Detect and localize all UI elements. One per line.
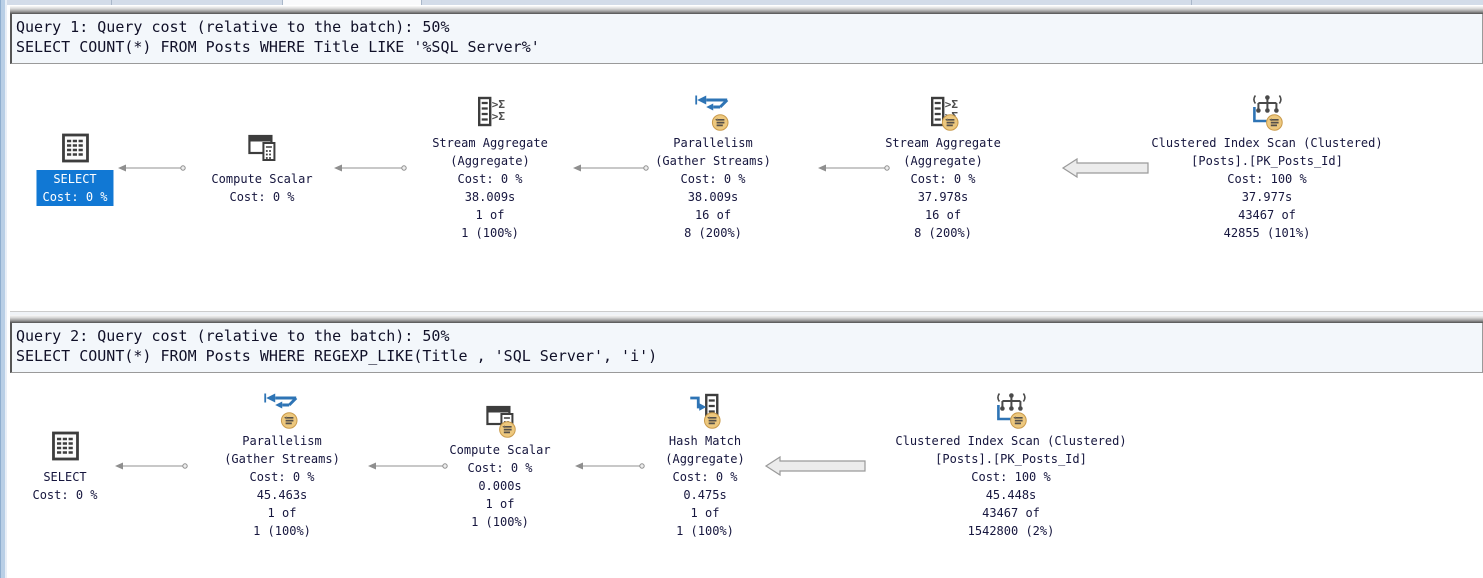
execution-plan-query1: SELECT Cost: 0 % Compute Scalar Cost: 0 … bbox=[10, 64, 1483, 311]
node-line: Stream Aggregate bbox=[432, 136, 548, 150]
node-line: Cost: 0 % bbox=[680, 172, 746, 186]
compute-scalar-icon bbox=[485, 405, 516, 439]
node-line: (Aggregate) bbox=[450, 154, 530, 168]
node-line: 0.000s bbox=[478, 479, 522, 493]
node-line: (Aggregate) bbox=[903, 154, 983, 168]
node-line: Compute Scalar bbox=[449, 443, 551, 457]
parallelism-icon bbox=[263, 392, 298, 430]
node-line: 42855 (101%) bbox=[1223, 226, 1311, 240]
node-line: Cost: 100 % bbox=[1227, 172, 1307, 186]
plan2-edges bbox=[115, 455, 866, 477]
plan-node-compute-scalar[interactable]: Compute Scalar Cost: 0 % 0.000s 1 of 1 (… bbox=[449, 401, 551, 531]
stream-aggregate-icon bbox=[477, 96, 507, 127]
node-line: Cost: 100 % bbox=[971, 470, 1051, 484]
node-line: 38.009s bbox=[464, 190, 516, 204]
node-line: Parallelism bbox=[242, 434, 322, 448]
node-line: 1542800 (2%) bbox=[967, 524, 1055, 538]
node-line: Compute Scalar bbox=[211, 172, 313, 186]
node-line: Cost: 0 % bbox=[249, 470, 315, 484]
plan-node-hash-match[interactable]: Hash Match (Aggregate) Cost: 0 % 0.475s … bbox=[665, 392, 745, 540]
plan-node-stream-aggregate[interactable]: Stream Aggregate (Aggregate) Cost: 0 % 3… bbox=[432, 94, 548, 242]
node-line: 37.977s bbox=[1241, 190, 1293, 204]
active-tab-indicator[interactable] bbox=[282, 0, 421, 5]
node-line: Parallelism bbox=[673, 136, 753, 150]
node-line: 16 of bbox=[924, 208, 962, 222]
node-line: Cost: 0 % bbox=[457, 172, 523, 186]
stream-aggregate-icon bbox=[930, 96, 960, 132]
node-line: (Gather Streams) bbox=[224, 452, 340, 466]
node-line: 1 of bbox=[267, 506, 297, 520]
query2-header-panel: Query 2: Query cost (relative to the bat… bbox=[10, 315, 1483, 373]
node-line: Clustered Index Scan (Clustered) bbox=[1151, 136, 1383, 150]
node-line: Cost: 0 % bbox=[229, 190, 295, 204]
results-pane-tab-strip[interactable] bbox=[7, 0, 1483, 5]
plan1-edges bbox=[118, 157, 1149, 179]
node-line: Clustered Index Scan (Clustered) bbox=[895, 434, 1127, 448]
node-line: 16 of bbox=[694, 208, 732, 222]
plan-node-parallelism[interactable]: Parallelism (Gather Streams) Cost: 0 % 3… bbox=[655, 94, 771, 242]
node-line: 8 (200%) bbox=[684, 226, 742, 240]
tab-divider bbox=[111, 0, 112, 5]
node-line: (Gather Streams) bbox=[655, 154, 771, 168]
tab-divider bbox=[421, 0, 422, 5]
tab-divider bbox=[1191, 0, 1192, 5]
result-table-icon bbox=[61, 133, 89, 163]
node-line: [Posts].[PK_Posts_Id] bbox=[935, 452, 1087, 466]
node-line: Cost: 0 % bbox=[467, 461, 533, 475]
node-line: (Aggregate) bbox=[665, 452, 745, 466]
node-line: Hash Match bbox=[668, 434, 742, 448]
parallelism-icon bbox=[694, 94, 729, 132]
node-line: 37.978s bbox=[917, 190, 969, 204]
plan-node-clustered-index-scan[interactable]: Clustered Index Scan (Clustered) [Posts]… bbox=[1151, 94, 1383, 242]
node-line: Stream Aggregate bbox=[885, 136, 1001, 150]
node-line: [Posts].[PK_Posts_Id] bbox=[1191, 154, 1343, 168]
execution-plan-query2: SELECT Cost: 0 % Parallelism (Gather Str… bbox=[10, 373, 1483, 578]
node-line: 45.448s bbox=[985, 488, 1037, 502]
compute-scalar-icon bbox=[247, 134, 276, 162]
query2-cost-line: Query 2: Query cost (relative to the bat… bbox=[16, 327, 450, 345]
node-line: 1 (100%) bbox=[676, 524, 734, 538]
plan-node-compute-scalar[interactable]: Compute Scalar Cost: 0 % bbox=[211, 130, 313, 206]
plan-node-stream-aggregate-2[interactable]: Stream Aggregate (Aggregate) Cost: 0 % 3… bbox=[885, 94, 1001, 242]
clustered-index-scan-icon bbox=[1252, 94, 1283, 132]
selected-node-highlight[interactable]: SELECT Cost: 0 % bbox=[36, 170, 114, 206]
plan-node-parallelism[interactable]: Parallelism (Gather Streams) Cost: 0 % 4… bbox=[224, 392, 340, 540]
node-line: 1 of bbox=[485, 497, 515, 511]
node-line: 43467 of bbox=[1238, 208, 1296, 222]
node-line: 1 of bbox=[690, 506, 720, 520]
plan-node-clustered-index-scan[interactable]: Clustered Index Scan (Clustered) [Posts]… bbox=[895, 392, 1127, 540]
pane-splitter[interactable] bbox=[10, 315, 1483, 323]
query2-sql-text: SELECT COUNT(*) FROM Posts WHERE REGEXP_… bbox=[16, 347, 658, 365]
node-line: SELECT bbox=[43, 470, 87, 484]
pane-separator bbox=[10, 311, 1483, 316]
node-line: 1 (100%) bbox=[253, 524, 311, 538]
pane-left-gutter bbox=[0, 0, 7, 578]
query1-header-panel: Query 1: Query cost (relative to the bat… bbox=[10, 6, 1483, 64]
node-line: 38.009s bbox=[687, 190, 739, 204]
hash-match-icon bbox=[688, 393, 721, 430]
node-line: Cost: 0 % bbox=[910, 172, 976, 186]
clustered-index-scan-icon bbox=[996, 392, 1027, 430]
node-line: 8 (200%) bbox=[914, 226, 972, 240]
node-line: 1 (100%) bbox=[461, 226, 519, 240]
result-table-icon bbox=[51, 431, 79, 461]
pane-splitter[interactable] bbox=[10, 6, 1483, 14]
node-line: 1 (100%) bbox=[471, 515, 529, 529]
plan-node-select[interactable]: SELECT Cost: 0 % bbox=[32, 428, 98, 504]
plan-node-select[interactable]: SELECT Cost: 0 % bbox=[36, 130, 114, 206]
node-line: 43467 of bbox=[982, 506, 1040, 520]
node-line: 0.475s bbox=[683, 488, 727, 502]
node-line: SELECT bbox=[53, 172, 97, 186]
node-line: Cost: 0 % bbox=[672, 470, 738, 484]
tab-divider bbox=[282, 0, 283, 5]
query1-sql-text: SELECT COUNT(*) FROM Posts WHERE Title L… bbox=[16, 38, 540, 56]
node-line: Cost: 0 % bbox=[32, 488, 98, 502]
node-line: 45.463s bbox=[256, 488, 308, 502]
query1-cost-line: Query 1: Query cost (relative to the bat… bbox=[16, 18, 450, 36]
node-line: Cost: 0 % bbox=[42, 190, 108, 204]
node-line: 1 of bbox=[475, 208, 505, 222]
